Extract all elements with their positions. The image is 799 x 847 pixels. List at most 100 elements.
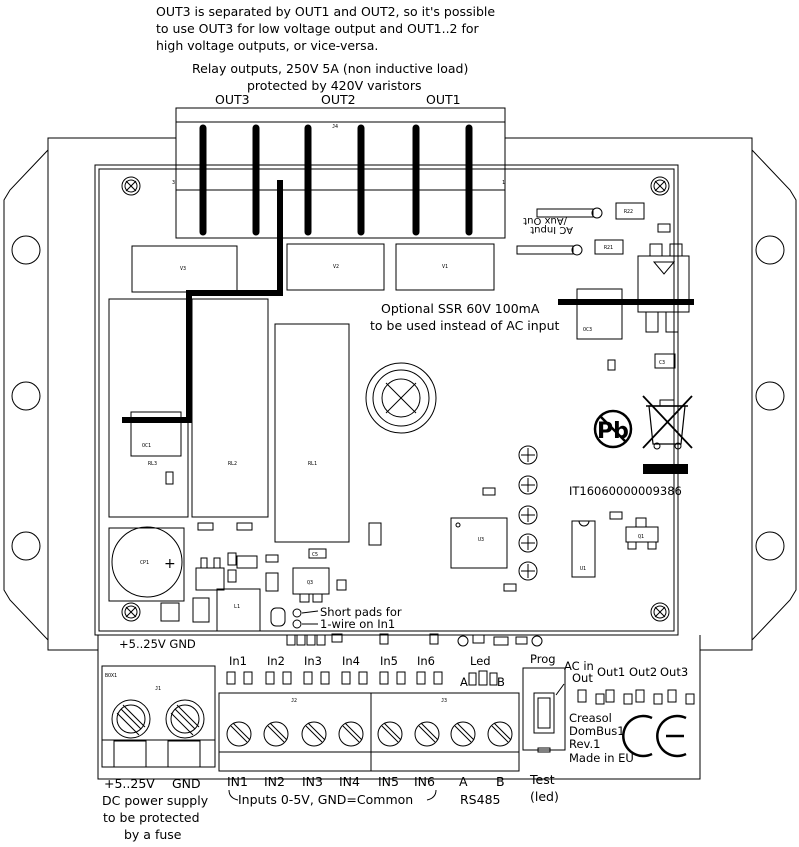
brand-line3: Rev.1 <box>569 737 600 751</box>
capacitor-cp1-outline <box>108 527 185 602</box>
oc3-label: OC3 <box>583 327 592 333</box>
test-points <box>518 445 538 581</box>
weee-bin-icon <box>642 395 693 450</box>
brand-line1: Creasol <box>569 711 612 725</box>
power-section: CP1 + C5 Q3 L1 <box>108 522 347 632</box>
l1-label: L1 <box>234 604 240 610</box>
u1-label: U1 <box>580 566 586 572</box>
led-a-label: A <box>460 675 468 689</box>
screw-in1 <box>226 721 252 747</box>
led-label: Led <box>470 654 491 668</box>
rl3-label: RL3 <box>148 461 157 467</box>
relay-note-line1: Relay outputs, 250V 5A (non inductive lo… <box>192 61 468 76</box>
oc1-label: OC1 <box>142 443 151 449</box>
part-r20 <box>160 602 180 622</box>
inputs-note: Inputs 0-5V, GND=Common <box>238 792 413 807</box>
q3-label: Q3 <box>307 580 313 586</box>
in3-label: IN3 <box>302 774 323 789</box>
test-line1: Test <box>529 772 555 787</box>
capacitor-c5 <box>308 548 327 559</box>
u3-label: U3 <box>478 537 484 543</box>
relay-rl1 <box>274 323 350 543</box>
terminal-block-j4 <box>175 107 506 239</box>
part-d4 <box>236 555 258 569</box>
ic-u1 <box>571 520 596 578</box>
varistors: V3 V2 V1 <box>131 243 495 293</box>
brand-line2: DomBus1 <box>569 724 625 738</box>
screw-top-left <box>121 176 141 196</box>
in1-top-label: In1 <box>229 654 247 668</box>
enclosure-outline <box>3 137 797 651</box>
in2-label: IN2 <box>264 774 285 789</box>
optocoupler-oc1 <box>130 411 182 457</box>
screw-a <box>450 721 476 747</box>
small-part-6 <box>368 522 382 546</box>
pcb-edge-parts <box>286 633 543 647</box>
power-note-line3: by a fuse <box>124 827 182 842</box>
screw-b <box>487 721 513 747</box>
small-part-4 <box>503 583 517 592</box>
in3-top-label: In3 <box>304 654 322 668</box>
transistor-q5 <box>195 567 225 591</box>
regulator-q3 <box>292 567 330 595</box>
enclosure-top-left-edge <box>47 137 176 150</box>
ac-resistor-bottom <box>516 245 574 255</box>
triac-pad-2 <box>669 243 683 257</box>
power-plus-label: +5..25V <box>104 776 155 791</box>
output-leds <box>577 689 695 705</box>
power-gnd-label: GND <box>172 776 201 791</box>
test-point-1 <box>518 445 538 465</box>
capacitor-c3 <box>654 353 676 369</box>
right-flange-hole-2 <box>755 381 785 411</box>
small-part-2 <box>607 359 616 371</box>
out1-label: OUT1 <box>426 92 461 107</box>
cp1-label: CP1 <box>140 560 149 566</box>
mcu-u3 <box>450 517 508 569</box>
ce-mark <box>622 714 687 758</box>
bottom-labels: In1 In2 In3 In4 In5 In6 Led A B Prog AC … <box>102 652 688 842</box>
out2-bottom-label: Out2 <box>629 665 657 679</box>
top-note-line1: OUT3 is separated by OUT1 and OUT2, so i… <box>156 4 495 19</box>
screw-in4 <box>338 721 364 747</box>
short-pads-line1: Short pads for <box>320 605 402 619</box>
c3-label: C3 <box>659 360 665 366</box>
ssr-note-line2: to be used instead of AC input <box>370 318 560 333</box>
relay-rl3 <box>108 298 189 518</box>
diode-d3 <box>192 597 210 623</box>
power-note-line1: DC power supply <box>102 793 209 808</box>
r21-label: R21 <box>604 245 613 251</box>
ac-in-label: AC in <box>564 659 594 673</box>
cp1-plus: + <box>164 556 176 572</box>
c5-label: C5 <box>312 552 318 558</box>
small-part-1 <box>657 223 671 233</box>
serial-number: IT16060000009386 <box>569 484 682 498</box>
terminal-pins <box>199 124 473 236</box>
j4-pin-1: 1 <box>502 180 505 186</box>
right-flange-hole-3 <box>755 531 785 561</box>
box-label: BOX1 <box>105 673 117 679</box>
test-point-2 <box>518 475 538 495</box>
aux-out-label: /Aux Out <box>523 215 567 226</box>
led-b-label: B <box>497 675 505 689</box>
varistor-v1 <box>395 243 495 291</box>
triac-symbol <box>652 261 676 275</box>
enclosure-bottom-left-edge <box>47 636 98 651</box>
triac-leg-2 <box>665 311 679 333</box>
small-part-5 <box>609 511 623 520</box>
ssr-oc3 <box>576 288 623 340</box>
enclosure-bottom-right-edge <box>700 636 753 651</box>
j2-label: J2 <box>291 698 297 704</box>
screw-top-right <box>650 176 670 196</box>
screw-bottom-left <box>121 602 141 622</box>
ac-input-area: AC Input /Aux Out R22 R21 C3 OC3 <box>516 202 690 371</box>
in6-top-label: In6 <box>417 654 435 668</box>
triac-leg-1 <box>645 311 659 333</box>
inputs-brace-left <box>228 789 239 801</box>
pcb-screws <box>121 176 670 622</box>
out1-bottom-label: Out1 <box>597 665 625 679</box>
out3-separation-line <box>122 180 283 423</box>
relay-terminal-block: J4 3 1 <box>172 107 506 239</box>
out-label: Out <box>572 671 593 685</box>
v2-label: V2 <box>333 264 339 270</box>
